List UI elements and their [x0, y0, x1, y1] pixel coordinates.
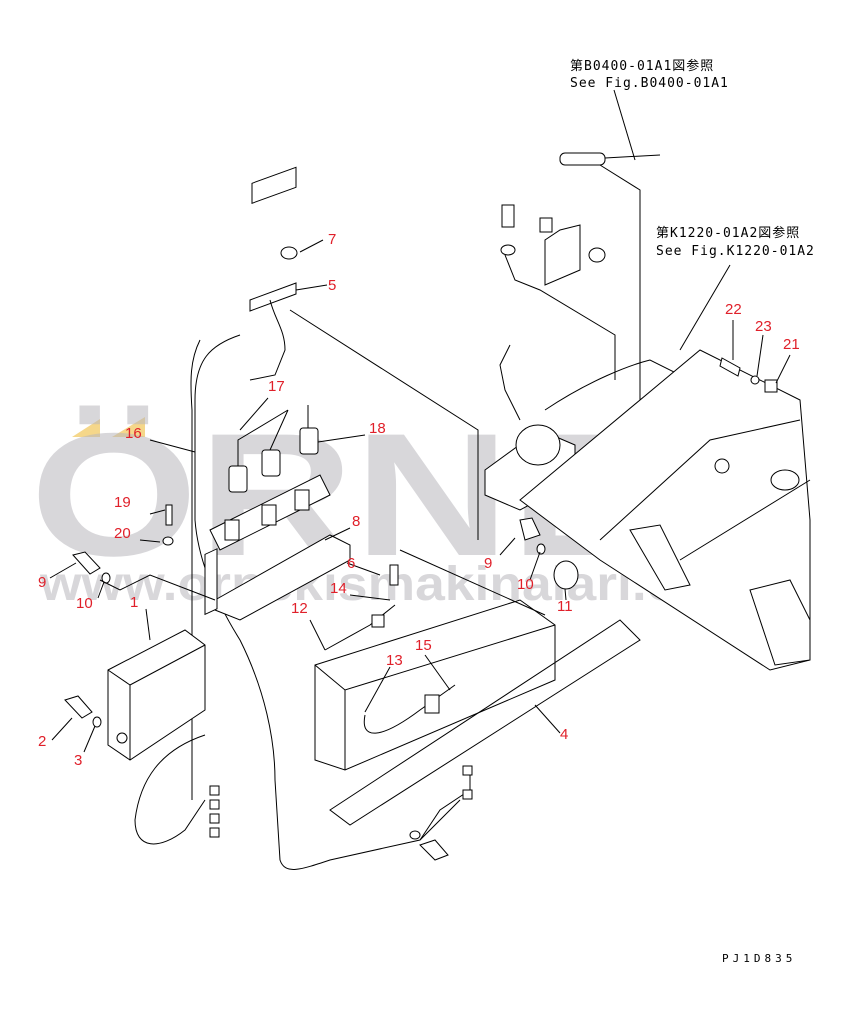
- callout-2: 2: [38, 733, 46, 750]
- reference-note-2: 第K1220-01A2図参照 See Fig.K1220-01A2: [656, 225, 815, 259]
- watermark-accent: [72, 419, 100, 437]
- callout-21: 21: [783, 336, 800, 353]
- callout-10-right: 10: [517, 576, 534, 593]
- callout-17: 17: [268, 378, 285, 395]
- callout-20: 20: [114, 525, 131, 542]
- callout-16: 16: [125, 425, 142, 442]
- callout-13: 13: [386, 652, 403, 669]
- callout-11: 11: [557, 598, 573, 615]
- reference-arrow-2: [679, 264, 731, 351]
- reference-en: See Fig.K1220-01A2: [656, 244, 815, 259]
- callout-8: 8: [352, 513, 360, 530]
- callout-5: 5: [328, 277, 336, 294]
- callouts: 1 2 3 4 5 6 7 8 9 9 10 10 11 12 13 14 15…: [38, 231, 800, 769]
- watermark-accent: [112, 417, 145, 437]
- callout-9-left: 9: [38, 574, 46, 591]
- callout-3: 3: [74, 752, 82, 769]
- callout-10-left: 10: [76, 595, 93, 612]
- callout-18: 18: [369, 420, 386, 437]
- reference-arrow-1: [613, 89, 636, 161]
- callout-1: 1: [130, 594, 138, 611]
- callout-7: 7: [328, 231, 336, 248]
- reference-jp: 第K1220-01A2図参照: [656, 225, 800, 241]
- callout-23: 23: [755, 318, 772, 335]
- callout-4: 4: [560, 726, 568, 743]
- reference-en: See Fig.B0400-01A1: [570, 76, 729, 91]
- callout-9-right: 9: [484, 555, 492, 572]
- callout-6: 6: [347, 555, 355, 572]
- callout-12: 12: [291, 600, 308, 617]
- assembly-drawing: [64, 89, 811, 870]
- drawing-code: PJ1D835: [722, 952, 796, 965]
- callout-14: 14: [330, 580, 347, 597]
- callout-19: 19: [114, 494, 131, 511]
- callout-22: 22: [725, 301, 742, 318]
- callout-15: 15: [415, 637, 432, 654]
- reference-note-1: 第B0400-01A1図参照 See Fig.B0400-01A1: [570, 58, 729, 91]
- switch-5: [251, 166, 297, 204]
- leader-lines: [49, 239, 791, 753]
- reference-jp: 第B0400-01A1図参照: [570, 58, 714, 74]
